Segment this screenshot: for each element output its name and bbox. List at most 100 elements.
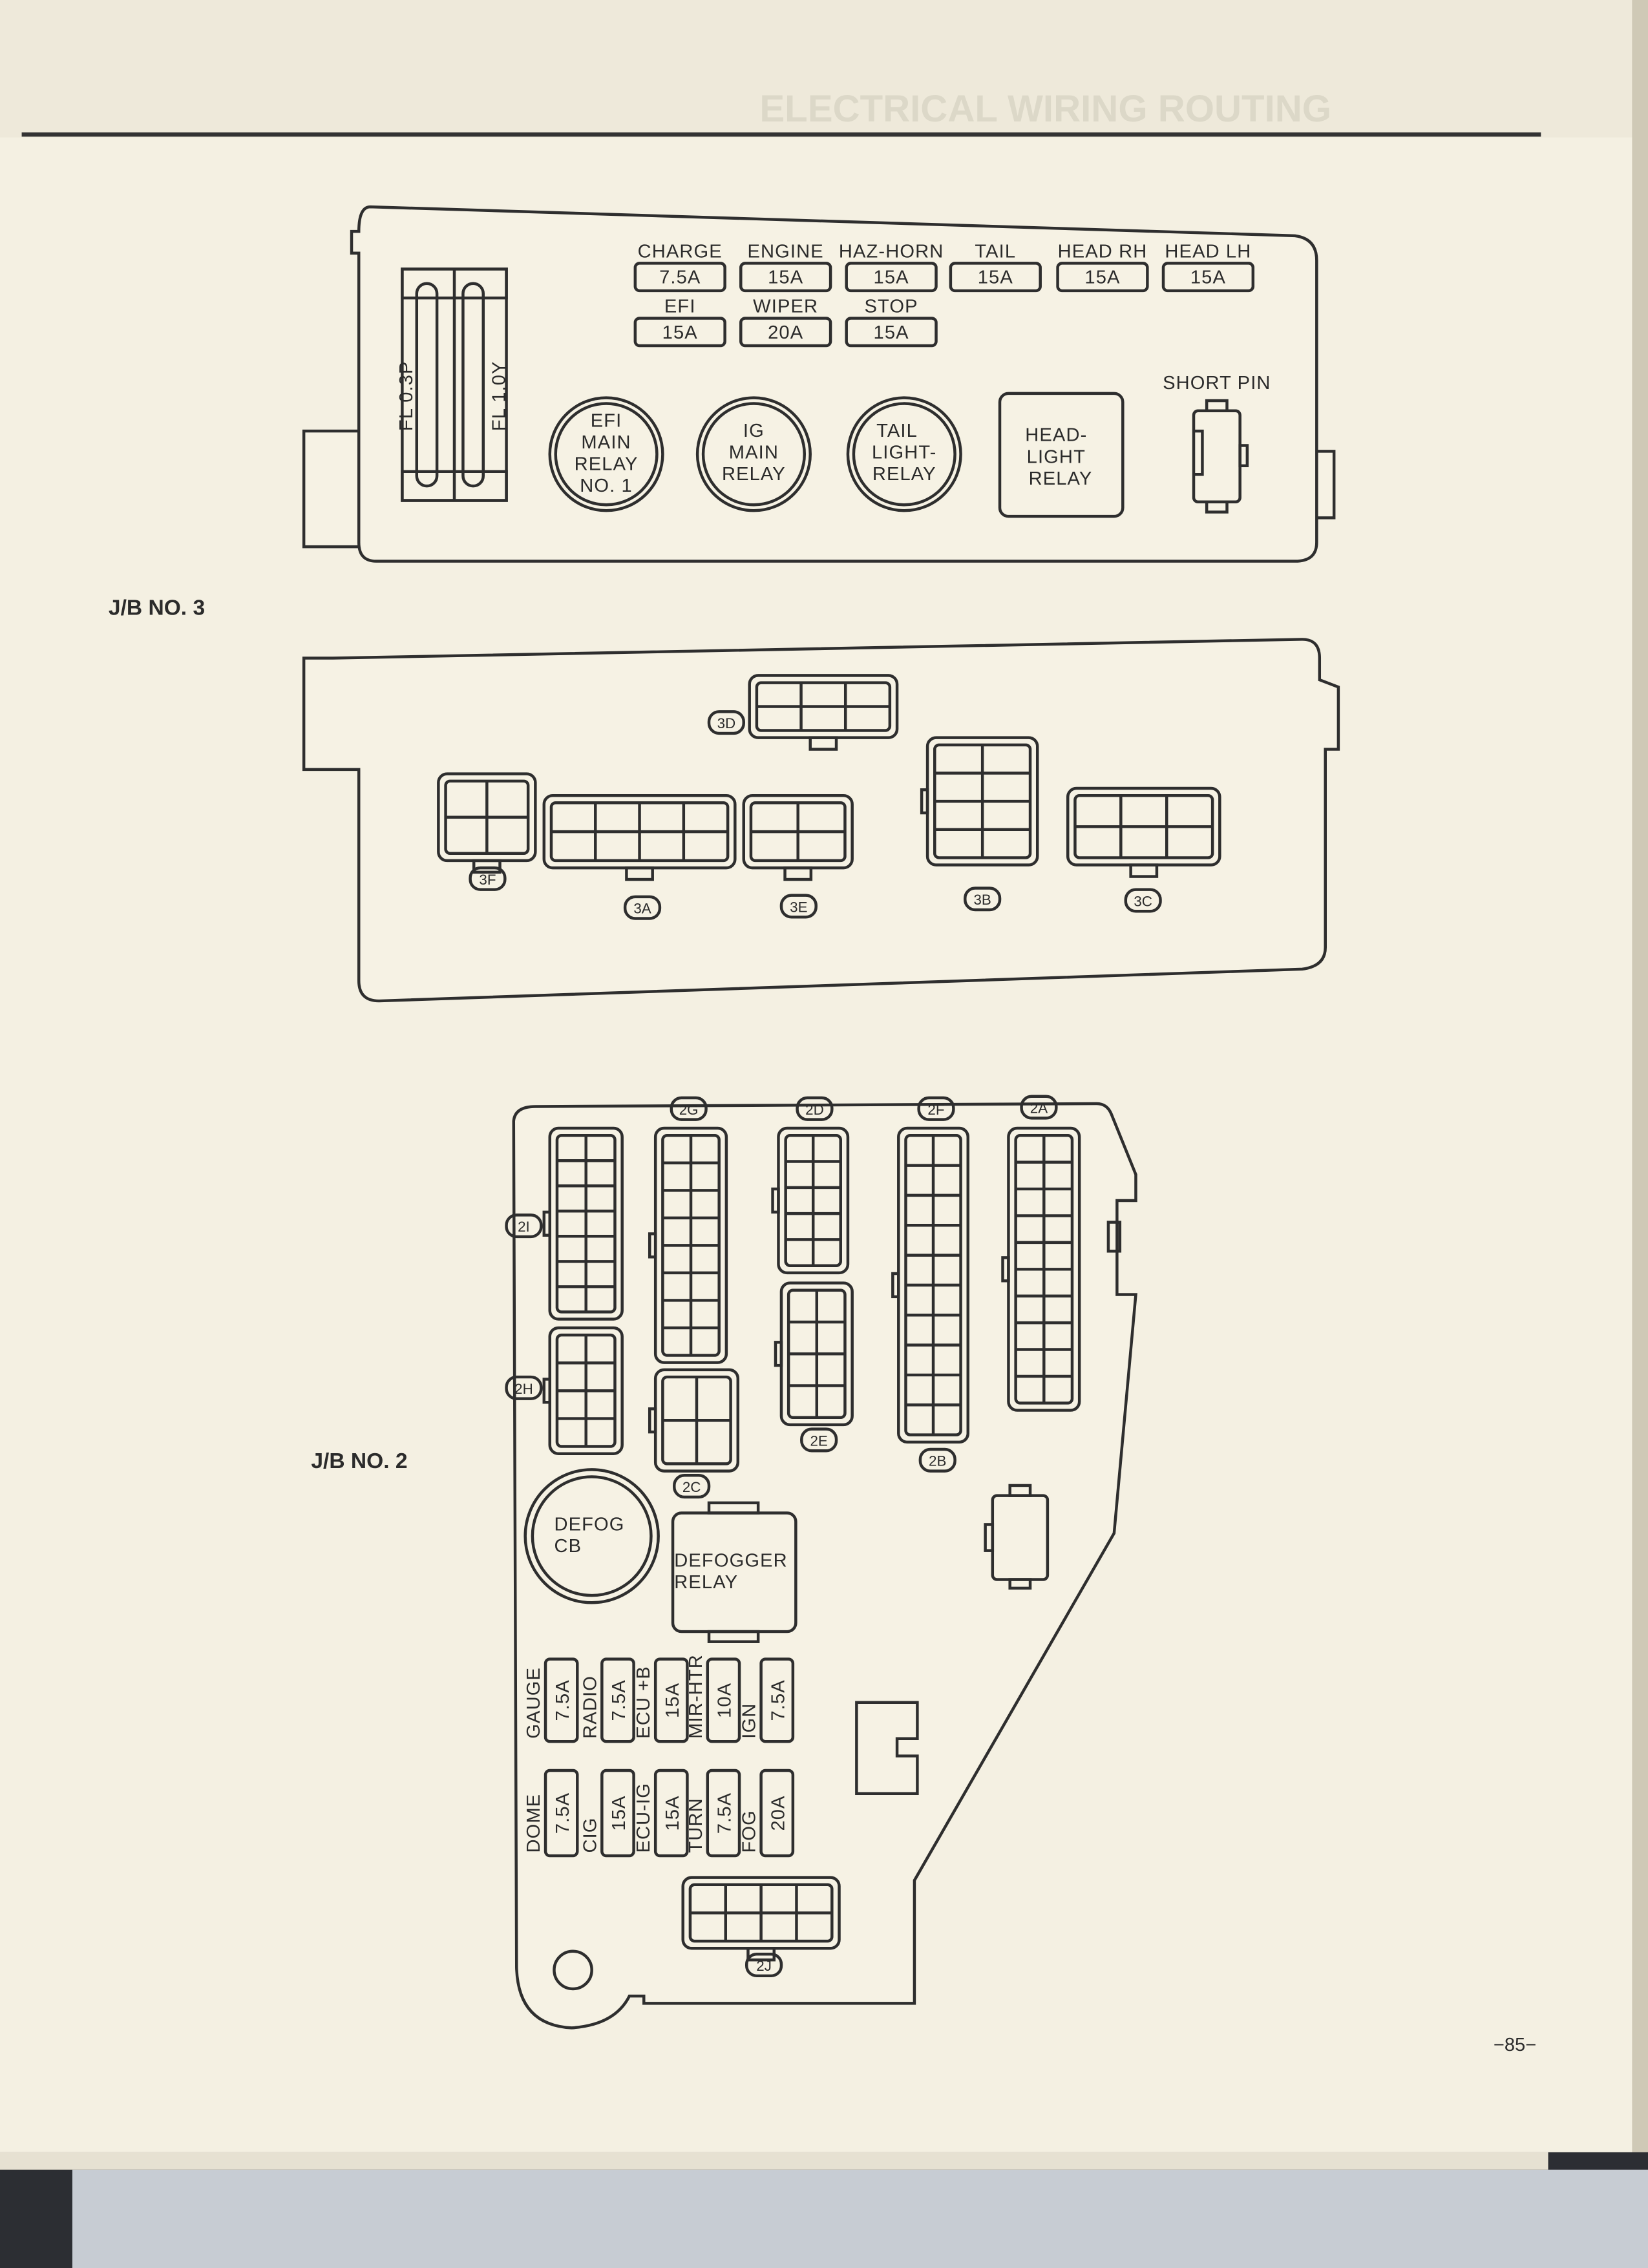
fuse-name: TAIL [975,241,1016,262]
connector: 2H [505,1326,624,1455]
fuse: 7.5A IGN [739,1657,795,1743]
fuse-name: GAUGE [523,1667,544,1739]
fuse-body [1056,262,1149,293]
fuse-body [845,317,938,348]
connector-tag [1124,888,1162,913]
connector-tag [779,894,818,919]
fuse-name: EFI [664,297,696,317]
connector: 3E [742,793,854,919]
connector-tag [673,1474,711,1499]
fuse-name: HAZ-HORN [839,241,944,262]
relay-label: IG [743,421,765,441]
fuse-body [759,1769,795,1858]
jb3-title: J/B NO. 3 [109,596,205,620]
fuse-name: HEAD LH [1165,241,1251,262]
fuse-body [949,262,1042,293]
fuse-rating: 15A [1084,268,1120,288]
jb3-outline [302,638,1340,1003]
connector: 2G [648,1096,728,1364]
relay-label: RELAY [674,1572,738,1593]
page-edge [1632,0,1648,2156]
connector-label: 2C [682,1479,701,1495]
connector-label: 3D [717,715,736,731]
connector-label: 2E [810,1433,827,1449]
relay-label: LIGHT- [872,443,936,463]
connector-tag [800,1427,838,1453]
fuse-body [1161,262,1255,293]
fuse-name: ECU-IG [633,1783,654,1853]
relay-label: RELAY [1029,468,1093,489]
fuse-name: ENGINE [748,241,824,262]
fusible-links: FL 0.3P FL 1.0Y [396,268,509,502]
fuse-rating: 7.5A [659,268,701,288]
page-number: −85− [1494,2035,1536,2055]
fuse-body [653,1769,689,1858]
tail-light-relay: TAIL LIGHT- RELAY [846,396,962,512]
fuse-name: WIPER [753,297,818,317]
connector-tag [918,1447,956,1473]
connector-tag [1020,1095,1058,1120]
connector-label: 2H [514,1381,533,1397]
connector: 3C [1066,786,1221,913]
fuse-rating: 7.5A [715,1792,735,1834]
relay-label: RELAY [722,464,786,485]
headlight-relay: HEAD- LIGHT RELAY [998,392,1125,518]
connector-label: 3E [790,899,807,915]
fuse-body [653,1657,689,1743]
relay-label: HEAD- [1025,425,1087,446]
fuse-body [759,1657,795,1743]
connector: 2J [681,1876,841,1978]
box-left-tab [302,429,363,549]
fuse-rating: 15A [978,268,1013,288]
fuse-body [633,262,726,293]
fuse-name: HEAD RH [1058,241,1148,262]
relay-label: DEFOGGER [674,1550,787,1571]
fuse-rating: 15A [662,1683,683,1718]
connector-tag [670,1096,708,1121]
short-pin-label: SHORT PIN [1163,373,1271,394]
jb2-outline [512,1102,1137,2030]
fuse-name: ECU +B [633,1666,654,1739]
fuse-name: RADIO [580,1675,600,1739]
fuse-body [739,317,832,348]
connector-label: 2F [927,1102,944,1118]
fuse-rating: 15A [768,268,803,288]
fuse-rating: 15A [874,322,909,343]
fuse-rating: 15A [1190,268,1226,288]
connector-tag [469,866,507,891]
fuse-name: CIG [580,1817,600,1853]
fuse-body [600,1657,635,1743]
relay-label: NO. 1 [580,476,633,496]
connector: 2E [774,1281,854,1453]
fuse-rating: 10A [715,1683,735,1718]
fuse-rating: 15A [874,268,909,288]
fuse-name: STOP [865,297,918,317]
page-bottom-edge [0,2152,1548,2170]
fuse-body [633,317,726,348]
connector-label: 2I [518,1219,530,1235]
fuse: HEAD LH 15A [1161,241,1255,293]
connector-label: 2J [756,1958,772,1974]
fuse-rating: 7.5A [768,1679,788,1721]
defog-circuit-breaker: DEFOG CB [523,1468,660,1604]
connector: 3D [707,674,899,751]
fuse: 15A CIG [580,1769,635,1858]
fuse: HEAD RH 15A [1056,241,1149,293]
fuse-rating: 20A [768,1795,788,1831]
defogger-relay: DEFOGGER RELAY [671,1501,798,1643]
fuse: TAIL 15A [949,241,1042,293]
fuse-name: IGN [739,1703,760,1739]
smudge [0,0,1648,138]
connector: 2C [648,1368,740,1499]
connector: 2A [1001,1095,1081,1412]
fuse-rating: 15A [609,1795,629,1831]
cb-label: CB [554,1536,582,1557]
